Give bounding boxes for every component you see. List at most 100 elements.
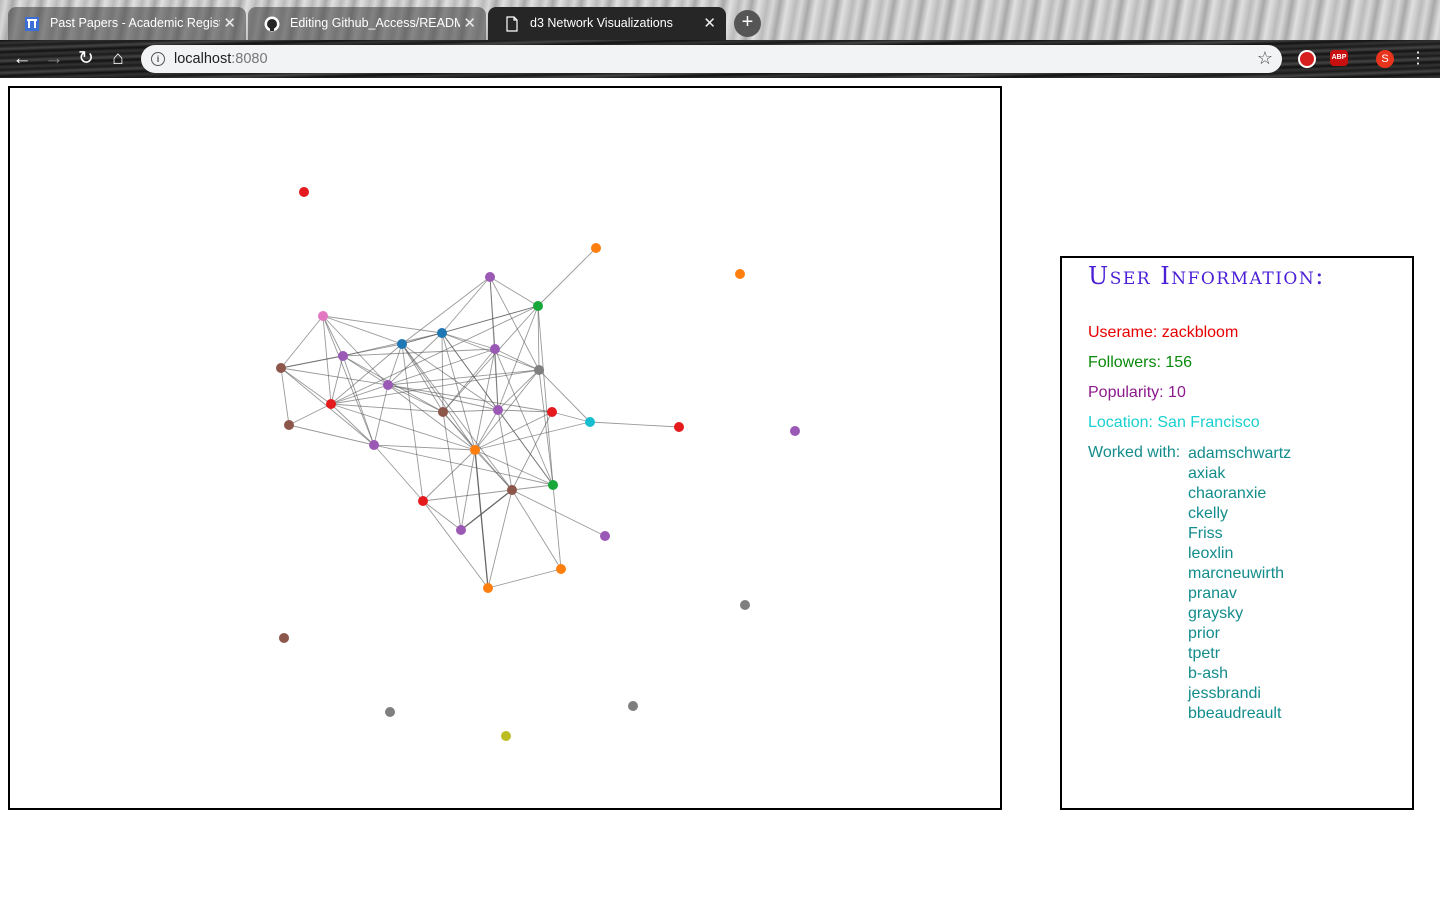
- graph-node[interactable]: [456, 525, 466, 535]
- browser-chrome: Past Papers - Academic Regist ✕ Editing …: [0, 0, 1440, 78]
- forward-arrow-icon[interactable]: →: [44, 48, 64, 69]
- graph-edge: [373, 384, 389, 446]
- graph-edge: [422, 489, 513, 502]
- info-icon[interactable]: i: [151, 52, 165, 66]
- worked-with-item: chaoranxie: [1188, 485, 1267, 502]
- graph-edge: [474, 449, 554, 486]
- location-line: Location: San Francisco: [1088, 414, 1260, 431]
- graph-edge: [551, 411, 591, 423]
- graph-node[interactable]: [591, 243, 601, 253]
- graph-node[interactable]: [547, 407, 557, 417]
- username-line: Userame: zackbloom: [1088, 324, 1239, 341]
- adblock-plus-icon[interactable]: ABP: [1330, 50, 1348, 66]
- tab-strip: Past Papers - Academic Regist ✕ Editing …: [0, 0, 1440, 40]
- graph-node[interactable]: [740, 600, 750, 610]
- graph-node[interactable]: [418, 496, 428, 506]
- graph-node[interactable]: [470, 445, 480, 455]
- worked-with-item: leoxlin: [1188, 545, 1234, 562]
- network-graph[interactable]: [10, 88, 1000, 808]
- graph-edge: [330, 403, 444, 413]
- graph-node[interactable]: [338, 351, 348, 361]
- graph-node[interactable]: [507, 485, 517, 495]
- graph-node[interactable]: [735, 269, 745, 279]
- node-layer: [276, 187, 800, 741]
- tab-d3-network[interactable]: d3 Network Visualizations ✕: [488, 7, 726, 40]
- graph-node[interactable]: [790, 426, 800, 436]
- graph-node[interactable]: [326, 399, 336, 409]
- address-bar[interactable]: i localhost:8080 ☆: [141, 45, 1282, 73]
- document-icon: [506, 16, 518, 32]
- graph-edge: [322, 315, 375, 446]
- graph-node[interactable]: [501, 731, 511, 741]
- graph-edge: [494, 348, 499, 411]
- graph-edge: [322, 315, 332, 405]
- graph-node[interactable]: [369, 440, 379, 450]
- close-icon[interactable]: ✕: [463, 15, 476, 32]
- network-graph-panel: [8, 86, 1002, 810]
- graph-edge: [373, 444, 554, 486]
- graph-node[interactable]: [318, 311, 328, 321]
- graph-edge: [373, 444, 424, 502]
- graph-node[interactable]: [490, 344, 500, 354]
- graph-edge: [387, 343, 403, 386]
- graph-edge: [322, 315, 403, 345]
- graph-node[interactable]: [483, 583, 493, 593]
- graph-edge: [342, 332, 443, 357]
- graph-node[interactable]: [533, 301, 543, 311]
- worked-with-item: marcneuwirth: [1188, 565, 1285, 582]
- university-icon: [25, 17, 39, 31]
- graph-edge: [441, 332, 476, 451]
- graph-node[interactable]: [284, 420, 294, 430]
- graph-edge: [342, 355, 444, 413]
- browser-toolbar: ← → ↻ ⌂ i localhost:8080 ☆ ABP S ⋮: [0, 40, 1440, 78]
- graph-node[interactable]: [485, 272, 495, 282]
- graph-node[interactable]: [548, 480, 558, 490]
- graph-edge: [401, 343, 513, 491]
- graph-edge: [494, 348, 540, 371]
- graph-node[interactable]: [438, 407, 448, 417]
- graph-node[interactable]: [674, 422, 684, 432]
- home-icon[interactable]: ⌂: [112, 48, 124, 69]
- graph-node[interactable]: [628, 701, 638, 711]
- tab-label: Editing Github_Access/READM: [290, 16, 460, 30]
- graph-edge: [401, 343, 424, 502]
- graph-edge: [442, 348, 496, 413]
- graph-node[interactable]: [437, 328, 447, 338]
- tab-github-readme[interactable]: Editing Github_Access/READM ✕: [248, 7, 486, 40]
- graph-edge: [373, 444, 476, 451]
- graph-edge: [441, 332, 540, 371]
- graph-edge: [511, 489, 606, 537]
- graph-edge: [460, 489, 513, 531]
- graph-node[interactable]: [276, 363, 286, 373]
- popularity-line: Popularity: 10: [1088, 384, 1186, 401]
- graph-edge: [441, 276, 491, 334]
- new-tab-button[interactable]: +: [734, 10, 761, 37]
- bookmark-star-icon[interactable]: ☆: [1256, 48, 1273, 68]
- user-info-title: User Information:: [1088, 262, 1325, 290]
- graph-edge: [280, 315, 324, 369]
- graph-edge: [280, 355, 344, 369]
- graph-edge: [474, 449, 513, 491]
- profile-avatar[interactable]: S: [1376, 50, 1394, 68]
- back-arrow-icon[interactable]: ←: [12, 48, 32, 69]
- close-icon[interactable]: ✕: [223, 15, 236, 32]
- graph-node[interactable]: [383, 380, 393, 390]
- graph-node[interactable]: [556, 564, 566, 574]
- graph-edge: [280, 367, 290, 426]
- graph-node[interactable]: [279, 633, 289, 643]
- graph-node[interactable]: [534, 365, 544, 375]
- graph-node[interactable]: [493, 405, 503, 415]
- worked-with-item: tpetr: [1188, 645, 1221, 662]
- graph-node[interactable]: [385, 707, 395, 717]
- url-text[interactable]: localhost:8080: [174, 51, 268, 67]
- graph-node[interactable]: [600, 531, 610, 541]
- close-icon[interactable]: ✕: [703, 15, 716, 32]
- shield-extension-icon[interactable]: [1298, 50, 1316, 68]
- reload-icon[interactable]: ↻: [78, 48, 94, 69]
- graph-node[interactable]: [299, 187, 309, 197]
- menu-kebab-icon[interactable]: ⋮: [1410, 50, 1426, 67]
- graph-node[interactable]: [585, 417, 595, 427]
- graph-node[interactable]: [397, 339, 407, 349]
- tab-past-papers[interactable]: Past Papers - Academic Regist ✕: [8, 7, 246, 40]
